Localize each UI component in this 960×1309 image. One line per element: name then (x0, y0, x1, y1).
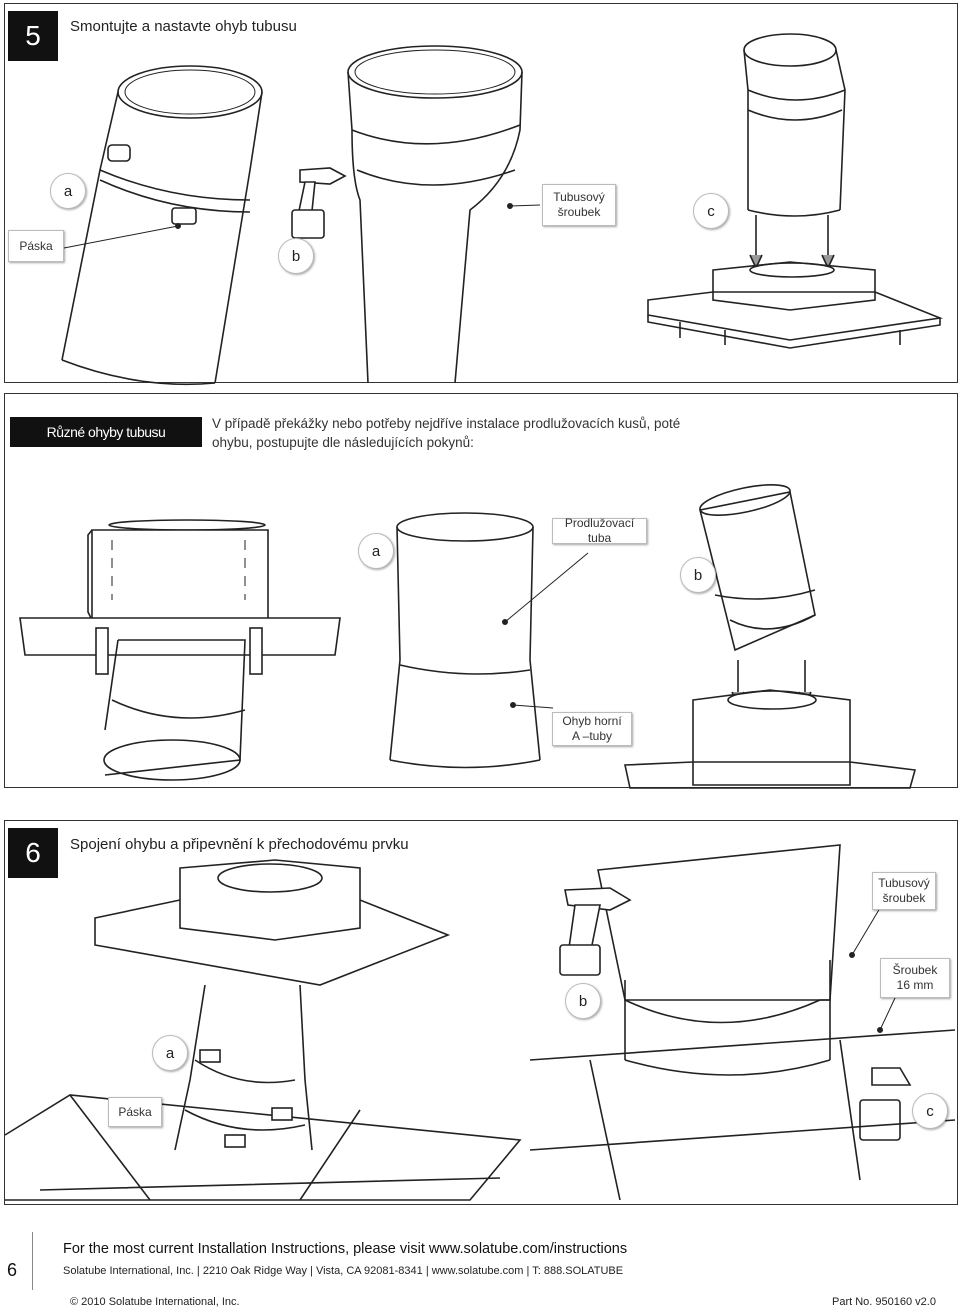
footer-copyright: © 2010 Solatube International, Inc. (70, 1296, 240, 1308)
bends-text: V případě překážky nebo potřeby nejdříve… (212, 416, 681, 450)
step6-callout-b: b (565, 983, 601, 1019)
step5-callout-b: b (278, 238, 314, 274)
footer-instructions-line: For the most current Installation Instru… (63, 1241, 628, 1257)
step6-number: 6 (8, 828, 58, 878)
step6-title: Spojení ohybu a připevnění k přechodovém… (70, 836, 409, 853)
bends-callout-upper-bend: Ohyb horní A –tuby (552, 712, 632, 746)
step5-callout-c: c (693, 193, 729, 229)
step5-callout-tubusovy-sroubek: Tubusový šroubek (542, 184, 616, 226)
bends-illustration (19, 484, 917, 789)
footer-address-line: Solatube International, Inc. | 2210 Oak … (63, 1265, 624, 1277)
step6-callout-paska: Páska (108, 1097, 162, 1127)
step5-illustration (61, 33, 944, 386)
footer-divider (32, 1232, 33, 1290)
step6-illustration (4, 844, 956, 1201)
step6-callout-tubusovy-sroubek: Tubusový šroubek (872, 872, 936, 910)
step5-callout-paska: Páska (8, 230, 64, 262)
step6-callout-a: a (152, 1035, 188, 1071)
step5-callout-a: a (50, 173, 86, 209)
bends-callout-b: b (680, 557, 716, 593)
step5-number: 5 (8, 11, 58, 61)
step6-callout-c: c (912, 1093, 948, 1129)
footer-part-number: Part No. 950160 v2.0 (832, 1296, 936, 1308)
bends-label: Různé ohyby tubusu (10, 417, 202, 447)
step6-callout-sroubek-16mm: Šroubek 16 mm (880, 958, 950, 998)
bends-callout-a: a (358, 533, 394, 569)
page-number: 6 (7, 1260, 18, 1280)
bends-callout-extension: Prodlužovací tuba (552, 516, 647, 545)
step5-title: Smontujte a nastavte ohyb tubusu (70, 18, 297, 35)
